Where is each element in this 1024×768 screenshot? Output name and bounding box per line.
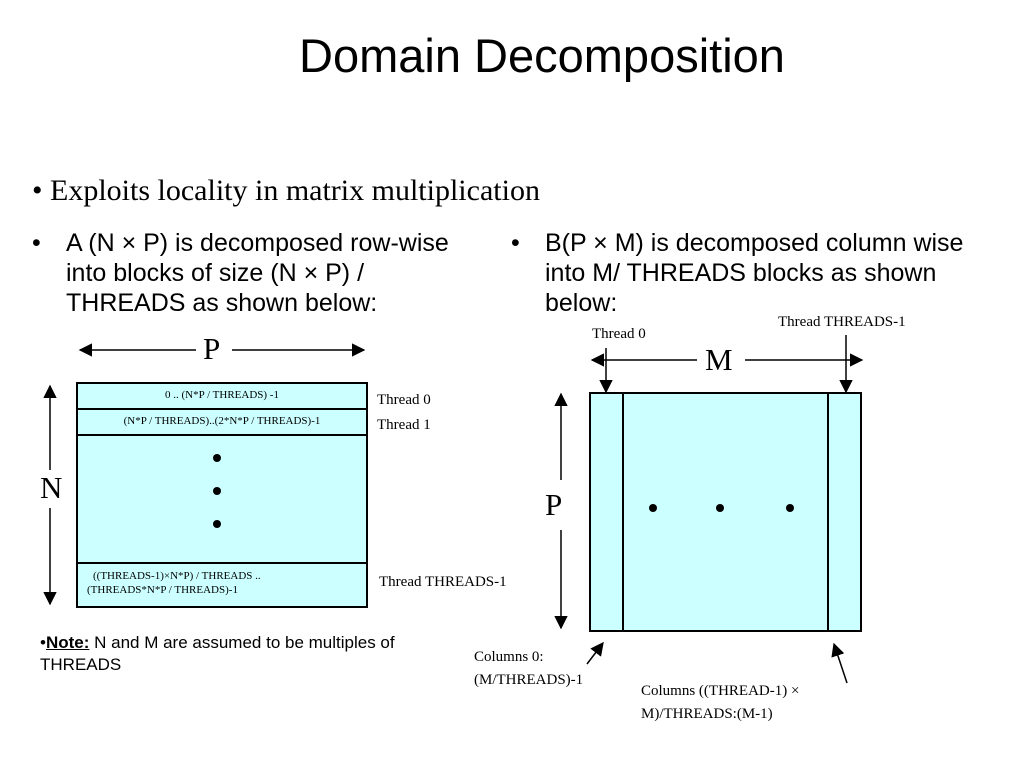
- columns-last-pointer: [831, 642, 848, 684]
- left-bullet-text: A (N × P) is decomposed row-wise into bl…: [66, 229, 449, 317]
- note-text: N and M are assumed to be multiples of T…: [40, 633, 395, 674]
- ellipsis-dot: [716, 504, 724, 512]
- thread-label: Thread 0: [592, 326, 646, 342]
- matrix-b-outline: [589, 392, 862, 632]
- columns-label: Columns 0:: [474, 649, 544, 665]
- note: •Note: N and M are assumed to be multipl…: [40, 632, 460, 676]
- matrix-a-outline: [76, 382, 368, 608]
- thread-label: Thread THREADS-1: [778, 314, 906, 330]
- main-bullet: • Exploits locality in matrix multiplica…: [32, 174, 540, 208]
- matrix-b-height-label: P: [545, 487, 563, 522]
- left-bullet: • A (N × P) is decomposed row-wise into …: [32, 228, 486, 318]
- ellipsis-dot: [213, 520, 221, 528]
- columns-label: (M/THREADS)-1: [474, 672, 584, 688]
- right-bullet-text: B(P × M) is decomposed column wise into …: [545, 229, 964, 317]
- columns-first-pointer: [586, 641, 604, 665]
- matrix-b-width-label: M: [705, 342, 733, 377]
- bullet-marker: •: [40, 633, 46, 652]
- note-heading: Note:: [45, 633, 90, 652]
- matrix-a-height-label: N: [40, 470, 63, 505]
- ellipsis-dot: [213, 454, 221, 462]
- matrix-a-last-row-text: (THREADS*N*P / THREADS)-1: [87, 584, 238, 596]
- main-bullet-text: Exploits locality in matrix multiplicati…: [50, 174, 540, 207]
- ellipsis-dot: [649, 504, 657, 512]
- thread-label: Thread 0: [377, 392, 431, 408]
- bullet-marker: •: [511, 229, 520, 257]
- matrix-b: [554, 335, 864, 684]
- matrix-a-width-label: P: [203, 331, 221, 366]
- matrix-a-row-text: (N*P / THREADS)..(2*N*P / THREADS)-1: [123, 415, 321, 427]
- matrix-a-row-text: 0 .. (N*P / THREADS) -1: [165, 389, 279, 401]
- ellipsis-dot: [786, 504, 794, 512]
- matrix-a: [43, 343, 368, 608]
- bullet-marker: •: [32, 229, 41, 257]
- columns-label: M)/THREADS:(M-1): [641, 706, 773, 722]
- thread-label: Thread 1: [377, 417, 431, 433]
- thread-label: Thread THREADS-1: [379, 574, 507, 590]
- ellipsis-dot: [213, 487, 221, 495]
- columns-label: Columns ((THREAD-1) ×: [641, 683, 800, 699]
- bullet-marker: •: [32, 174, 51, 207]
- matrix-a-last-row-text: ((THREADS-1)×N*P) / THREADS ..: [93, 570, 261, 582]
- right-bullet: • B(P × M) is decomposed column wise int…: [511, 228, 985, 318]
- slide-title: Domain Decomposition: [299, 29, 785, 82]
